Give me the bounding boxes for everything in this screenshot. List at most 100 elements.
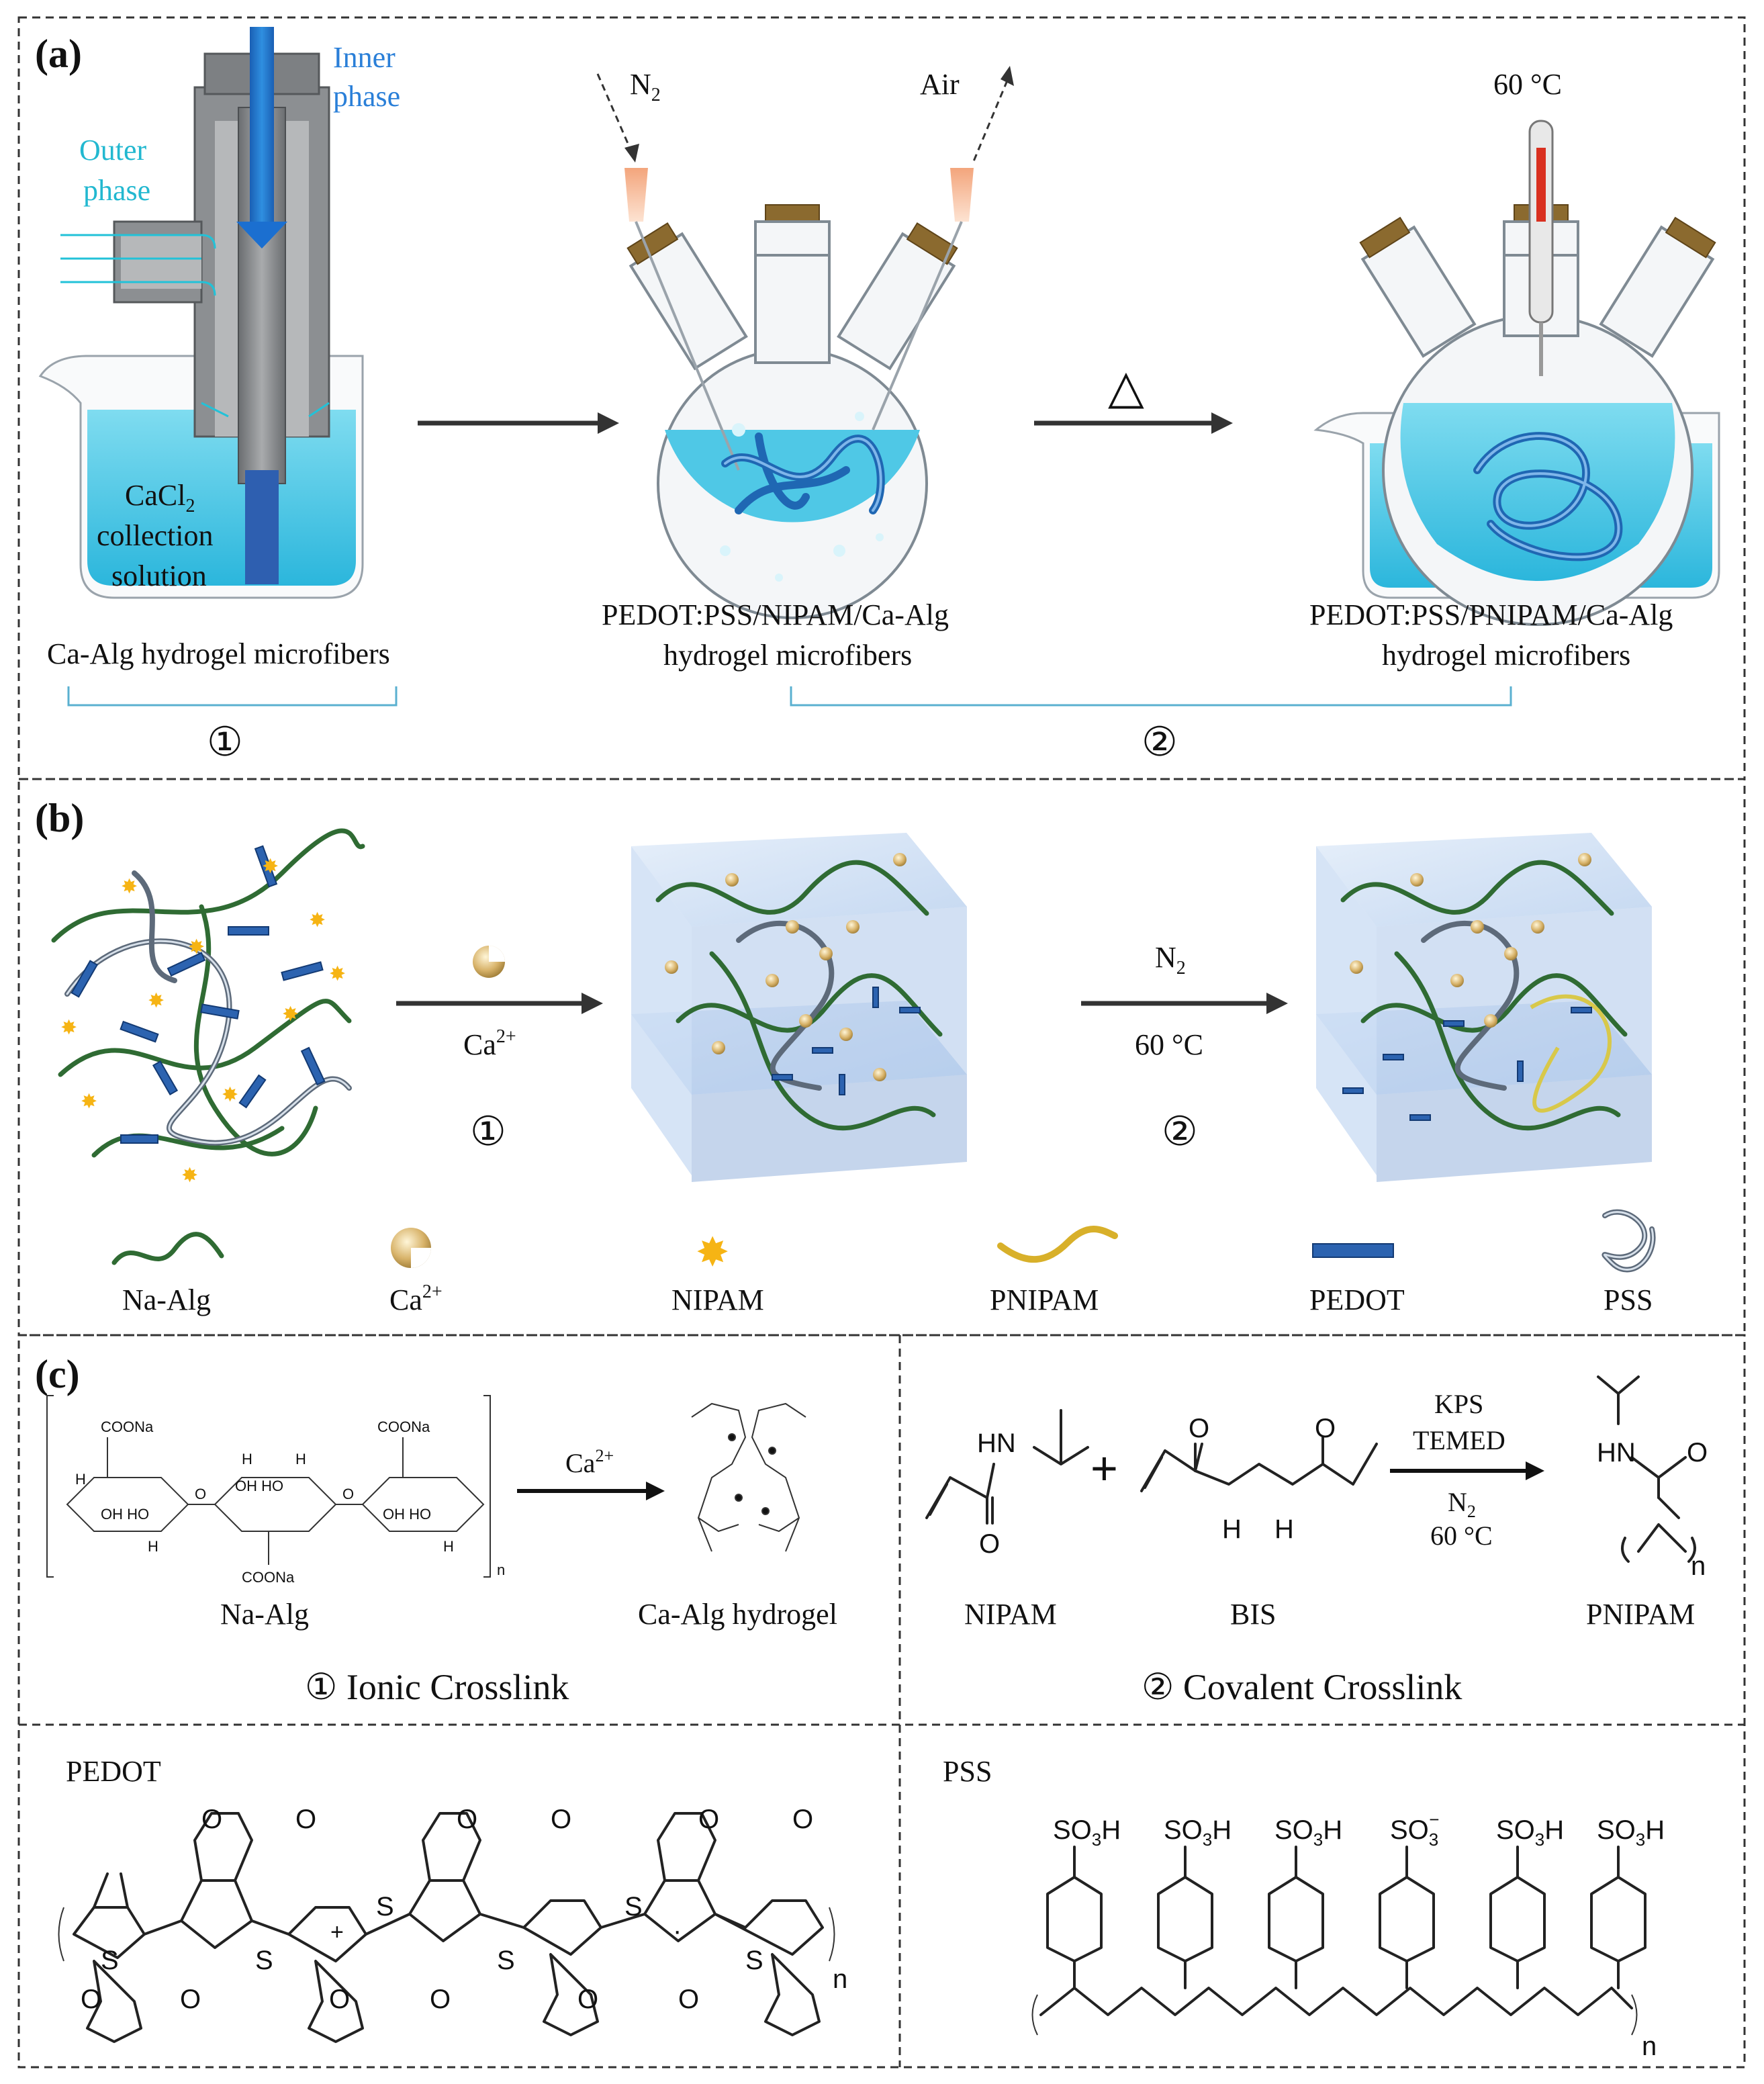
pedot-s-5: S <box>624 1892 643 1921</box>
legend-symbol-pedot <box>1312 1243 1394 1258</box>
beaker-1-solution <box>87 410 356 586</box>
svg-text:✸: ✸ <box>282 1003 299 1026</box>
pedot-o-4: O <box>180 1985 201 2014</box>
nipam-hn: HN <box>977 1429 1016 1458</box>
ohho-label-2: OH HO <box>235 1478 283 1494</box>
caption-pedot-nipam-line2: hydrogel microfibers <box>663 639 912 672</box>
coaxial-spinning-setup: Inner phase Outer phase CaCl2 collection… <box>38 27 400 599</box>
legend-label-pedot: PEDOT <box>1309 1283 1405 1316</box>
step-1-marker-panel-a: ① <box>207 719 243 764</box>
panel-b-arrow-2 <box>1081 993 1288 1014</box>
nipam-stars-mixture: ✸ ✸ ✸ ✸ ✸ ✸ ✸ ✸ ✸ ✸ ✸ <box>60 856 346 1187</box>
pedot-o-10: O <box>792 1805 813 1834</box>
n2-label-panel-a: N2 <box>630 68 661 105</box>
nipam-o: O <box>979 1529 1000 1559</box>
n-sub-alg: n <box>497 1561 505 1578</box>
caption-pedot-nipam-line1: PEDOT:PSS/NIPAM/Ca-Alg <box>602 598 949 631</box>
pedot-radical-dot: · <box>673 1916 682 1946</box>
legend-label-na-alg: Na-Alg <box>122 1283 211 1316</box>
legend-symbol-nipam: ✸ <box>696 1230 729 1275</box>
h-label-e: H <box>443 1538 454 1555</box>
heat-symbol: △ <box>1108 361 1144 413</box>
na-alg-label: Na-Alg <box>220 1598 309 1631</box>
inner-phase-arrow <box>250 27 274 228</box>
pnipam-label: PNIPAM <box>1586 1598 1695 1631</box>
svg-text:✸: ✸ <box>148 990 165 1012</box>
ca-alg-hydrogel-label: Ca-Alg hydrogel <box>638 1598 837 1631</box>
cacl2-label-line1: CaCl2 <box>125 479 195 516</box>
h-label-a: H <box>75 1471 86 1488</box>
pedot-o-8: O <box>430 1985 451 2014</box>
legend-symbol-na-alg <box>111 1232 224 1265</box>
svg-text:✸: ✸ <box>329 963 346 985</box>
egg-box-structure <box>691 1402 806 1552</box>
legend-symbol-pss <box>1601 1209 1656 1273</box>
bracket-step-2 <box>790 686 1512 707</box>
cacl2-label-line2: collection <box>97 519 214 552</box>
pss-so3h-4: SO3H <box>1496 1815 1564 1850</box>
three-neck-flask-1 <box>596 66 1014 619</box>
panel-a-arrow-2 <box>1034 412 1233 434</box>
pss-structure: SO3H SO3H SO3H SO3− SO3H SO3H n <box>1031 1809 1665 2061</box>
svg-text:✸: ✸ <box>81 1091 97 1113</box>
coona-label-2: COONa <box>377 1418 430 1435</box>
step-2-marker-panel-a: ② <box>1142 719 1178 764</box>
legend-label-pss: PSS <box>1604 1283 1653 1316</box>
ca-label-ionic: Ca2+ <box>565 1446 614 1478</box>
coona-label-1: COONa <box>101 1418 154 1435</box>
pedot-structure: S S S S S S O O O O O O O O O O O O + · … <box>58 1805 847 2043</box>
air-label: Air <box>920 68 960 101</box>
pnipam-o: O <box>1687 1438 1708 1467</box>
pnipam-n-sub: n <box>1691 1551 1706 1581</box>
pedot-o-2: O <box>295 1805 316 1834</box>
bis-n-1: H <box>1222 1514 1242 1544</box>
bis-structure: O O H H <box>1140 1414 1378 1544</box>
nipam-label: NIPAM <box>964 1598 1057 1631</box>
fiber-outlet <box>245 470 279 584</box>
svg-text:✸: ✸ <box>121 876 138 898</box>
ohho-label-1: OH HO <box>101 1506 149 1523</box>
caption-pedot-pnipam-line1: PEDOT:PSS/PNIPAM/Ca-Alg <box>1309 598 1673 631</box>
o-link-1: O <box>195 1486 206 1502</box>
pnipam-network-2 <box>1316 833 1652 1182</box>
pedot-s-1: S <box>101 1946 119 1975</box>
ca-alg-network-1 <box>631 833 967 1182</box>
pedot-o-5: O <box>457 1805 477 1834</box>
covalent-crosslink-title: ② Covalent Crosslink <box>1142 1667 1462 1707</box>
pedot-s-4: S <box>497 1946 515 1975</box>
svg-text:✸: ✸ <box>222 1084 238 1106</box>
ohho-label-3: OH HO <box>383 1506 431 1523</box>
pedot-o-3: O <box>81 1985 101 2014</box>
panel-a-arrow-1 <box>418 412 619 434</box>
pedot-o-11: O <box>577 1985 598 2014</box>
pedot-o-9: O <box>698 1805 719 1834</box>
pss-so3h-2: SO3H <box>1164 1815 1232 1850</box>
ca-label-arrow-1: Ca2+ <box>463 1026 516 1061</box>
svg-text:✸: ✸ <box>262 856 279 878</box>
temp-label-panel-a: 60 °C <box>1493 68 1562 101</box>
n2-label-arrow-2: N2 <box>1155 941 1186 979</box>
pedot-o-7: O <box>329 1985 350 2014</box>
caption-ca-alg: Ca-Alg hydrogel microfibers <box>47 637 390 670</box>
inner-phase-label-line2: phase <box>333 80 400 113</box>
pss-so3h-1: SO3H <box>1053 1815 1121 1850</box>
pedot-s-3: S <box>376 1892 394 1921</box>
covalent-arrow <box>1390 1461 1544 1480</box>
bracket-step-1 <box>67 686 398 707</box>
svg-text:✸: ✸ <box>309 909 326 932</box>
pedot-o-1: O <box>201 1805 222 1834</box>
bis-label: BIS <box>1230 1598 1276 1631</box>
na-alg-structure: COONa COONa COONa OH HO OH HO OH HO O O … <box>46 1395 505 1586</box>
caption-pedot-pnipam-line2: hydrogel microfibers <box>1382 639 1630 672</box>
svg-text:✸: ✸ <box>188 936 205 958</box>
coona-label-3: COONa <box>242 1569 295 1586</box>
pedot-s-6: S <box>745 1946 763 1975</box>
pedot-n-sub: n <box>833 1964 847 1994</box>
h-label-b: H <box>242 1451 252 1467</box>
precursor-mixture: ✸ ✸ ✸ ✸ ✸ ✸ ✸ ✸ ✸ ✸ ✸ <box>51 828 365 1187</box>
panel-label-b: (b) <box>35 796 84 840</box>
legend-label-pnipam: PNIPAM <box>990 1283 1099 1316</box>
cacl2-label-line3: solution <box>111 559 207 592</box>
three-neck-flask-2 <box>1313 120 1720 626</box>
